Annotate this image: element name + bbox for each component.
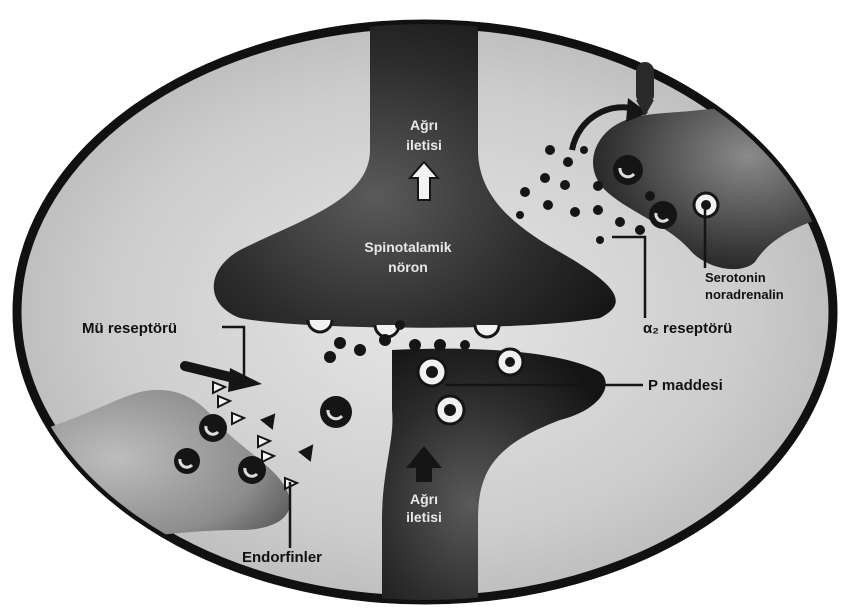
p-maddesi-label: P maddesi [648, 377, 723, 394]
agri-iletisi-bottom-line2: iletisi [406, 509, 442, 525]
serotonin-label-line1: Serotonin [705, 270, 766, 285]
endorfinler-label: Endorfinler [242, 549, 322, 566]
spinotalamik-label-line2: nöron [388, 259, 428, 275]
mu-receptor-label: Mü reseptörü [82, 320, 177, 337]
alpha2-receptor-label: α₂ reseptörü [643, 320, 732, 337]
agri-iletisi-top-line1: Ağrı [410, 117, 438, 133]
agri-iletisi-top-line2: iletisi [406, 137, 442, 153]
serotonin-label-line2: noradrenalin [705, 287, 784, 302]
spinotalamik-label-line1: Spinotalamik [364, 239, 451, 255]
drug-capsule-icon [636, 62, 654, 104]
agri-iletisi-bottom-line1: Ağrı [410, 491, 438, 507]
